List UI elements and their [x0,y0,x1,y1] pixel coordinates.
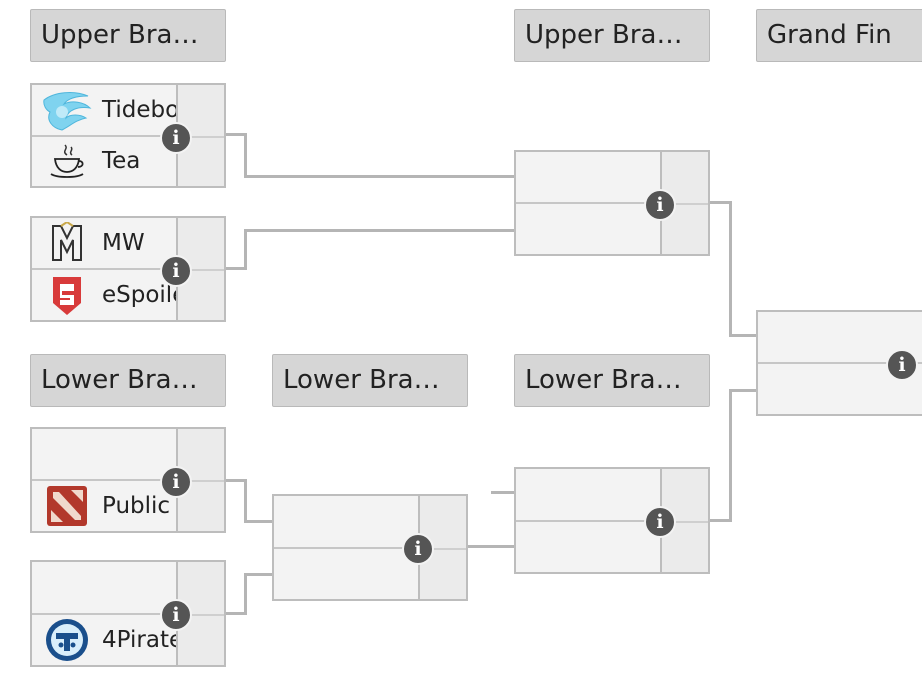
match-upper-r1-m2[interactable]: MW eSpoile i [30,216,226,322]
team-slot[interactable]: eSpoile [32,269,176,320]
team-slot[interactable] [274,496,418,548]
match-info-icon[interactable]: i [886,349,918,381]
team-slot[interactable] [516,152,660,203]
team-name: Tidebo [102,96,176,123]
match-grand-final[interactable]: i [756,310,922,416]
team-slot[interactable]: MW [32,218,176,269]
team-name: MW [102,230,145,256]
team-slot[interactable] [758,312,922,363]
match-info-icon[interactable]: i [160,599,192,631]
tea-cup-logo-icon [40,139,94,183]
round-header-lower-r3: Lower Bra… [514,354,710,407]
match-lower-r1-m1[interactable]: Public i [30,427,226,533]
team-slot[interactable] [32,562,176,614]
team-name: eSpoile [102,282,176,308]
espoiled-logo-icon [40,273,94,317]
match-info-icon[interactable]: i [402,533,434,565]
team-slot[interactable]: 4Pirate [32,613,176,666]
match-upper-r1-m1[interactable]: Tidebo Tea i [30,83,226,188]
team-name: Tea [102,148,141,175]
match-info-icon[interactable]: i [160,466,192,498]
round-header-upper-r1: Upper Bra… [30,9,226,62]
match-info-icon[interactable]: i [644,189,676,221]
match-lower-r2[interactable]: i [272,494,468,601]
team-slot[interactable]: Tea [32,135,176,187]
team-name: Public [102,493,171,519]
match-lower-r1-m2[interactable]: 4Pirate i [30,560,226,667]
team-slot[interactable] [516,520,660,573]
match-info-icon[interactable]: i [160,255,192,287]
team-slot[interactable] [516,203,660,254]
dota-logo-icon [40,484,94,528]
4pirates-logo-icon [40,618,94,662]
match-info-icon[interactable]: i [644,506,676,538]
tidebound-logo-icon [40,88,94,132]
mw-logo-icon [40,221,94,265]
match-upper-final[interactable]: i [514,150,710,256]
round-header-grand-final: Grand Fin [756,9,922,62]
team-slot[interactable]: Public [32,480,176,531]
team-slot[interactable] [32,429,176,480]
team-slot[interactable] [274,547,418,600]
team-name: 4Pirate [102,626,176,653]
team-slot[interactable]: Tidebo [32,85,176,136]
round-header-lower-r1: Lower Bra… [30,354,226,407]
team-slot[interactable] [516,469,660,521]
round-header-lower-r2: Lower Bra… [272,354,468,407]
team-slot[interactable] [758,363,922,414]
round-header-upper-r2: Upper Bra… [514,9,710,62]
match-info-icon[interactable]: i [160,122,192,154]
match-lower-r3[interactable]: i [514,467,710,574]
